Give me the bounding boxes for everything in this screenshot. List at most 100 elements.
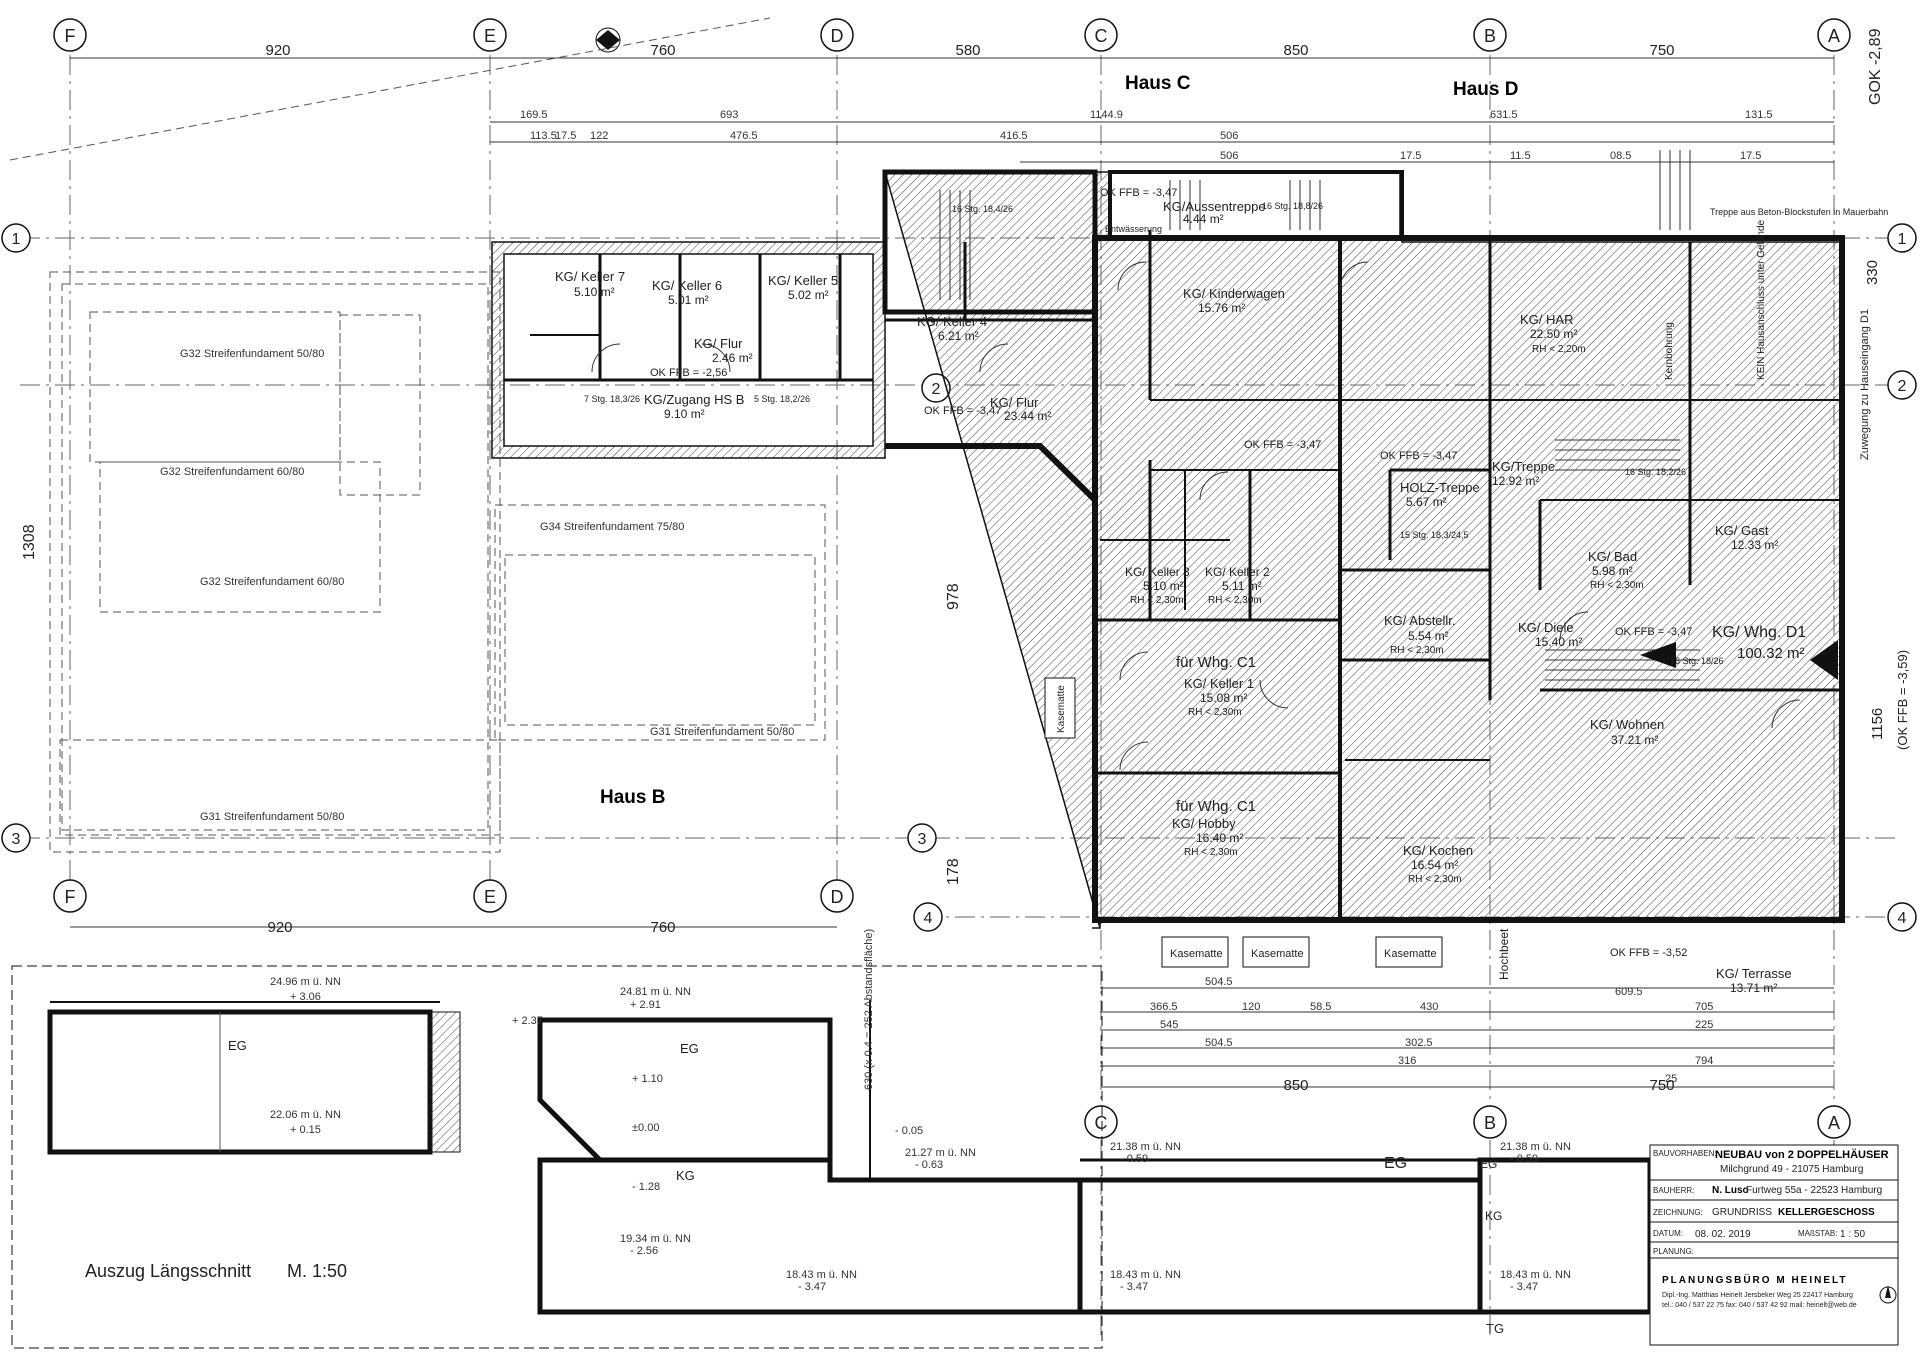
svg-text:23.44 m²: 23.44 m² [1004, 409, 1051, 423]
svg-text:G31 Streifenfundament 50/80: G31 Streifenfundament 50/80 [200, 811, 344, 823]
svg-text:18.43 m ü. NN: 18.43 m ü. NN [1500, 1269, 1571, 1281]
svg-text:122: 122 [590, 130, 608, 142]
stairs-drawing [939, 150, 1838, 681]
svg-text:KG/Aussentreppe: KG/Aussentreppe [1163, 199, 1266, 214]
svg-text:920: 920 [267, 919, 292, 936]
svg-text:21.38 m ü. NN: 21.38 m ü. NN [1500, 1141, 1571, 1153]
svg-text:Dipl.-Ing. Matthias Heinelt Je: Dipl.-Ing. Matthias Heinelt Jersbeker We… [1662, 1292, 1853, 1299]
svg-text:KG/Zugang HS B: KG/Zugang HS B [644, 392, 744, 407]
section-title: Auszug Längsschnitt [85, 1261, 251, 1281]
svg-text:G31 Streifenfundament 50/80: G31 Streifenfundament 50/80 [650, 726, 794, 738]
svg-text:5.67 m²: 5.67 m² [1406, 495, 1447, 509]
svg-text:E: E [484, 887, 496, 907]
svg-text:KG/ Wohnen: KG/ Wohnen [1590, 717, 1664, 732]
svg-text:16 Stg. 18,4/26: 16 Stg. 18,4/26 [952, 204, 1013, 214]
svg-text:+ 2.37: + 2.37 [512, 1015, 543, 1027]
svg-text:+ 1.10: + 1.10 [632, 1073, 663, 1085]
svg-text:EG: EG [1480, 1157, 1497, 1171]
svg-text:OK FFB = -3,47: OK FFB = -3,47 [924, 405, 1001, 417]
section-scale: M. 1:50 [287, 1261, 347, 1281]
svg-text:KELLERGESCHOSS: KELLERGESCHOSS [1778, 1207, 1875, 1218]
svg-text:KG/ HAR: KG/ HAR [1520, 312, 1573, 327]
svg-text:KG/ Kochen: KG/ Kochen [1403, 843, 1473, 858]
svg-text:A: A [1828, 1113, 1840, 1133]
svg-text:21.38 m ü. NN: 21.38 m ü. NN [1110, 1141, 1181, 1153]
svg-text:4.44 m²: 4.44 m² [1183, 212, 1224, 226]
svg-text:TG: TG [1486, 1321, 1504, 1336]
svg-text:5.01 m²: 5.01 m² [668, 293, 709, 307]
svg-text:D: D [831, 887, 844, 907]
svg-text:5 Stg. 18,2/26: 5 Stg. 18,2/26 [754, 394, 810, 404]
svg-text:KG/ Keller 7: KG/ Keller 7 [555, 269, 625, 284]
svg-text:- 2.56: - 2.56 [630, 1245, 658, 1257]
svg-text:178: 178 [945, 858, 962, 885]
svg-text:OK FFB = -3,47: OK FFB = -3,47 [1244, 439, 1321, 451]
svg-text:21.27 m ü. NN: 21.27 m ü. NN [905, 1147, 976, 1159]
svg-text:(OK FFB = -3,59): (OK FFB = -3,59) [1895, 650, 1910, 750]
stair-notes: 16 Stg. 18,4/26 16 Stg. 18,8/26 7 Stg. 1… [584, 201, 1724, 666]
bottom-dimensions: 920 760 850 750 504.5 609.5 366.5 120 58… [70, 919, 1834, 1094]
svg-text:15 Stg. 18,3/24,5: 15 Stg. 18,3/24,5 [1400, 530, 1469, 540]
svg-text:Furtweg 55a - 22523 Hamburg: Furtweg 55a - 22523 Hamburg [1746, 1185, 1882, 1196]
door-swings [591, 261, 1801, 771]
svg-text:RH < 2,30m: RH < 2,30m [1390, 645, 1444, 656]
svg-text:225: 225 [1695, 1019, 1713, 1031]
svg-text:6.21 m²: 6.21 m² [938, 329, 979, 343]
svg-text:17.5: 17.5 [555, 130, 576, 142]
svg-text:15.08 m²: 15.08 m² [1200, 691, 1247, 705]
svg-text:KG/ Keller 1: KG/ Keller 1 [1184, 676, 1254, 691]
svg-text:705: 705 [1695, 1001, 1713, 1013]
entrance-d1-icon [1810, 640, 1838, 680]
svg-text:KG/ Keller 2: KG/ Keller 2 [1205, 565, 1270, 579]
svg-text:- 1.28: - 1.28 [632, 1181, 660, 1193]
svg-text:KG/Treppe: KG/Treppe [1492, 459, 1555, 474]
svg-text:tel.: 040 / 537 22 75 fax: 0: tel.: 040 / 537 22 75 fax: 040 / 537 42 … [1662, 1302, 1857, 1309]
svg-text:Kasematte: Kasematte [1384, 948, 1437, 960]
svg-text:F: F [65, 887, 76, 907]
svg-text:330: 330 [1864, 260, 1881, 285]
svg-text:11.5: 11.5 [1510, 150, 1531, 162]
svg-text:BAUVORHABEN:: BAUVORHABEN: [1653, 1149, 1717, 1158]
kasematte-boxes: Kasematte Kasematte Kasematte Kasematte [1044, 677, 1443, 968]
svg-text:2: 2 [932, 381, 941, 398]
svg-text:für Whg. C1: für Whg. C1 [1176, 798, 1256, 815]
svg-text:RH < 2,30m: RH < 2,30m [1184, 847, 1238, 858]
svg-text:609.5: 609.5 [1615, 986, 1643, 998]
svg-text:MAßSTAB:: MAßSTAB: [1798, 1229, 1837, 1238]
svg-text:169.5: 169.5 [520, 109, 548, 121]
haus-b-label: Haus B [600, 787, 665, 808]
svg-text:KG/ Keller 4: KG/ Keller 4 [917, 314, 987, 329]
svg-text:25: 25 [1665, 1073, 1677, 1085]
basement-walls [491, 169, 1845, 929]
svg-text:5.10 m²: 5.10 m² [1143, 579, 1184, 593]
svg-text:OK FFB = -3,47: OK FFB = -3,47 [1100, 187, 1177, 199]
north-arrow-icon [595, 27, 621, 53]
axis-b-top: B [1484, 26, 1496, 46]
svg-text:15.40 m²: 15.40 m² [1535, 635, 1582, 649]
svg-text:Kasematte: Kasematte [1056, 685, 1067, 733]
svg-text:15.76 m²: 15.76 m² [1198, 301, 1245, 315]
svg-text:131.5: 131.5 [1745, 109, 1773, 121]
svg-text:630 (x 0.4 = 252 Abstandsfläch: 630 (x 0.4 = 252 Abstandsfläche) [863, 929, 875, 1090]
svg-text:Kasematte: Kasematte [1251, 948, 1304, 960]
axis-labels-middle: F E D C B A [53, 879, 1851, 1139]
svg-text:G34 Streifenfundament 75/80: G34 Streifenfundament 75/80 [540, 521, 684, 533]
svg-text:2.46 m²: 2.46 m² [712, 351, 753, 365]
svg-text:Kernbohrung: Kernbohrung [1664, 322, 1675, 380]
svg-text:OK FFB = -2,56: OK FFB = -2,56 [650, 367, 727, 379]
svg-text:B: B [1484, 1113, 1496, 1133]
svg-text:- 3.47: - 3.47 [798, 1281, 826, 1293]
axis-a-top: A [1828, 26, 1840, 46]
svg-text:5.98 m²: 5.98 m² [1592, 564, 1633, 578]
svg-text:HOLZ-Treppe: HOLZ-Treppe [1400, 480, 1480, 495]
svg-text:1144.9: 1144.9 [1090, 109, 1123, 121]
svg-text:5.10 m²: 5.10 m² [574, 285, 615, 299]
svg-text:850: 850 [1283, 1077, 1308, 1094]
title-block: BAUVORHABEN: NEUBAU von 2 DOPPELHÄUSER M… [1649, 1144, 1899, 1346]
svg-text:für Whg. C1: für Whg. C1 [1176, 654, 1256, 671]
svg-text:5.54 m²: 5.54 m² [1408, 629, 1449, 643]
svg-text:Hochbeet: Hochbeet [1497, 928, 1511, 980]
svg-text:920: 920 [265, 42, 290, 59]
svg-text:750: 750 [1649, 42, 1674, 59]
svg-text:631.5: 631.5 [1490, 109, 1518, 121]
